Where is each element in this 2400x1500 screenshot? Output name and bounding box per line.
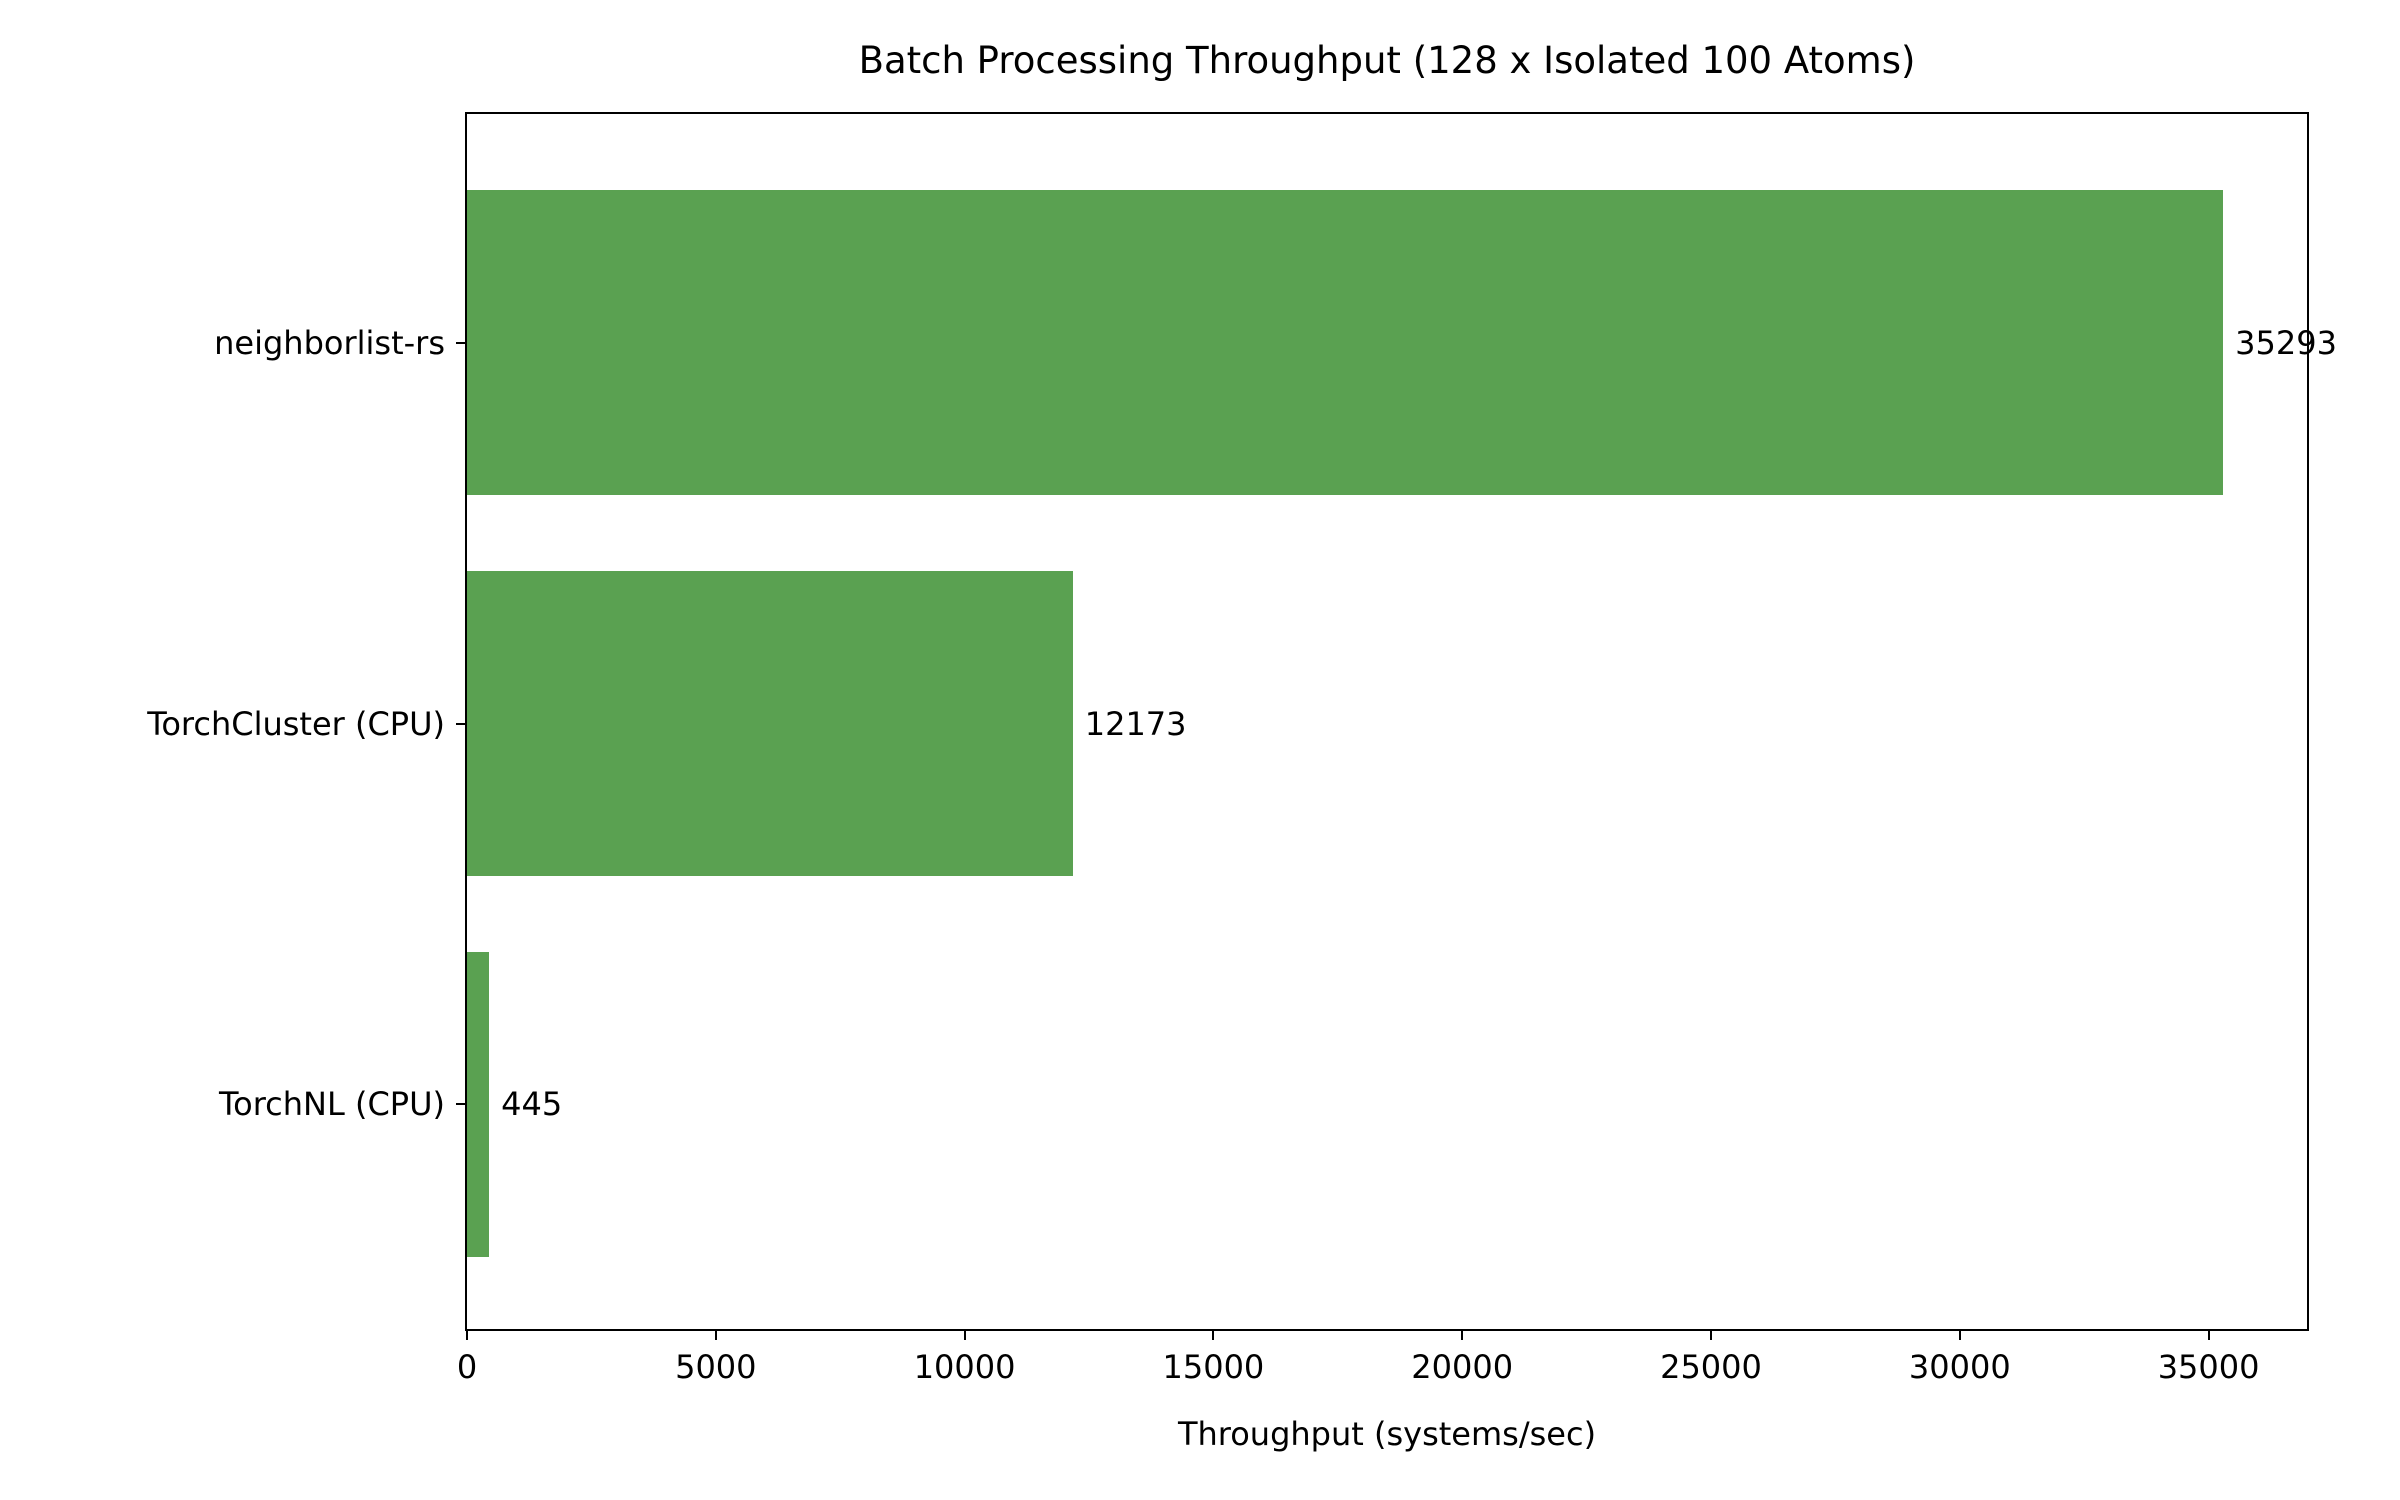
bar-value-label: 35293 <box>2235 323 2337 362</box>
chart-title: Batch Processing Throughput (128 x Isola… <box>858 39 1916 82</box>
x-tick-label: 10000 <box>913 1348 1016 1386</box>
x-tick <box>714 1329 717 1340</box>
bar <box>467 952 490 1257</box>
y-tick <box>456 722 467 725</box>
x-tick-label: 30000 <box>1908 1348 2011 1386</box>
y-tick <box>456 341 467 344</box>
x-tick <box>1709 1329 1712 1340</box>
x-tick-label: 15000 <box>1162 1348 1265 1386</box>
bar <box>467 571 1073 876</box>
bar <box>467 190 2224 495</box>
x-axis-label: Throughput (systems/sec) <box>1177 1415 1597 1453</box>
bar-value-label: 12173 <box>1084 704 1187 743</box>
y-tick-label: TorchNL (CPU) <box>219 1085 445 1124</box>
bar-value-label: 445 <box>501 1085 563 1124</box>
y-tick <box>456 1103 467 1106</box>
x-tick <box>2207 1329 2210 1340</box>
y-tick-label: neighborlist-rs <box>214 323 445 362</box>
y-tick-label: TorchCluster (CPU) <box>147 704 445 743</box>
x-tick-label: 0 <box>456 1348 478 1386</box>
plot-area: 35293 neighborlist-rs 12173 TorchCluster (C… <box>147 112 2337 1383</box>
x-tick-label: 20000 <box>1411 1348 1514 1386</box>
x-tick-label: 5000 <box>675 1348 757 1386</box>
x-tick <box>1958 1329 1961 1340</box>
x-tick-label: 25000 <box>1660 1348 1762 1386</box>
x-tick <box>466 1329 468 1340</box>
x-tick <box>1461 1329 1464 1340</box>
x-tick-label: 35000 <box>2157 1348 2260 1386</box>
x-tick <box>1212 1329 1215 1340</box>
x-tick <box>963 1329 966 1340</box>
